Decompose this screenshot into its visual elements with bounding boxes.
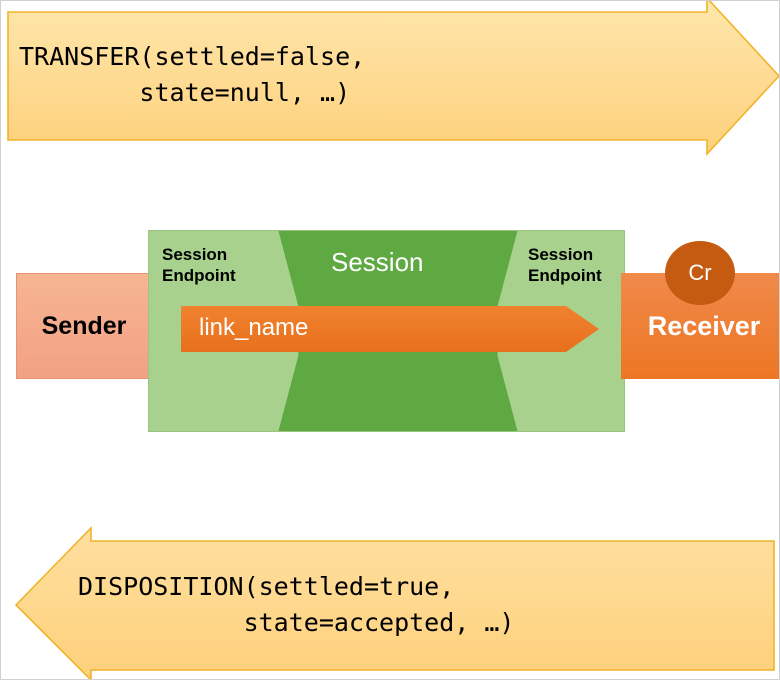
- sender-label: Sender: [41, 311, 127, 340]
- session-endpoint-left-label: Session Endpoint: [162, 245, 236, 285]
- receiver-label: Receiver: [647, 310, 761, 341]
- transfer-arrow-label: TRANSFER(settled=false, state=null, …): [19, 42, 366, 107]
- disposition-arrow-label: DISPOSITION(settled=true, state=accepted…: [78, 572, 515, 637]
- session-endpoint-right-label: Session Endpoint: [528, 245, 602, 285]
- cr-badge: Cr: [665, 241, 735, 305]
- receiver-box: Receiver: [621, 273, 779, 379]
- cr-badge-label: Cr: [688, 260, 712, 285]
- link-name-label: link_name: [199, 314, 309, 341]
- sender-box: Sender: [16, 273, 152, 379]
- session-core-label: Session: [331, 247, 424, 277]
- link-arrow-shape: [181, 306, 599, 352]
